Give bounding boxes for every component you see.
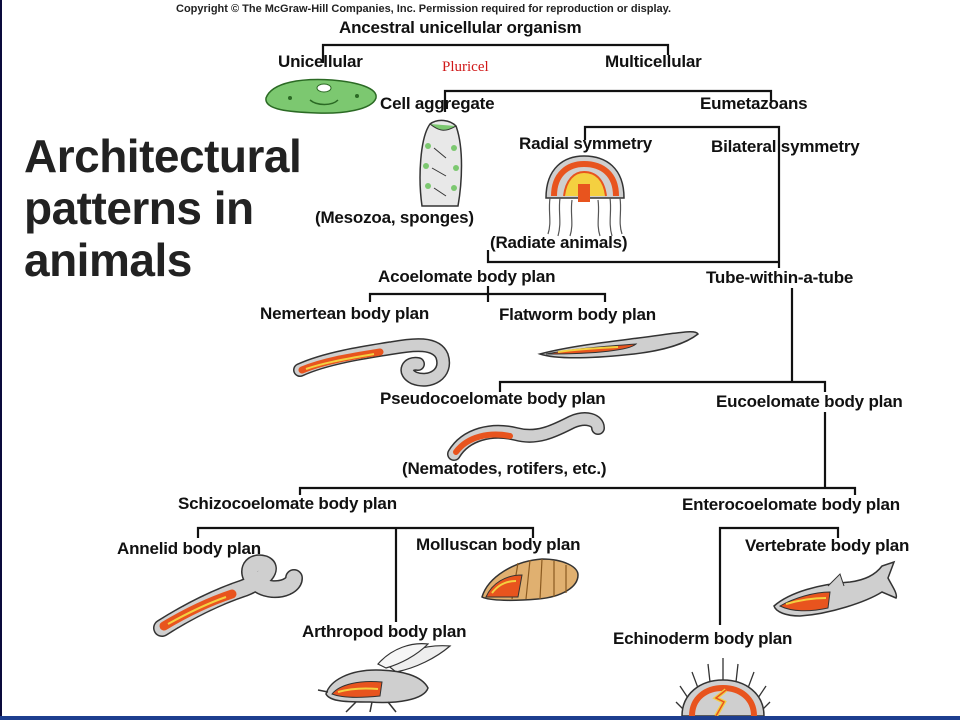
jellyfish-illustration xyxy=(545,155,625,237)
node-enterocoelomate: Enterocoelomate body plan xyxy=(682,495,900,514)
node-pseudocoelomate: Pseudocoelomate body plan xyxy=(380,389,606,408)
nemertean-worm-illustration xyxy=(293,338,451,387)
sponge-illustration xyxy=(419,119,463,207)
node-vertebrate: Vertebrate body plan xyxy=(745,536,910,555)
unicellular-protist-illustration xyxy=(265,78,377,114)
node-mesozoa-sponges: (Mesozoa, sponges) xyxy=(315,208,474,227)
node-arthropod: Arthropod body plan xyxy=(302,622,467,641)
node-unicellular: Unicellular xyxy=(278,52,363,71)
node-radiate-animals: (Radiate animals) xyxy=(490,233,628,252)
node-nemertean: Nemertean body plan xyxy=(260,304,430,323)
title-line-2: patterns in xyxy=(24,182,254,234)
arthropod-illustration xyxy=(317,643,452,713)
node-bilateral-symmetry: Bilateral symmetry xyxy=(711,137,860,156)
node-tube-within-a-tube: Tube-within-a-tube xyxy=(706,268,854,287)
copyright-notice: Copyright © The McGraw-Hill Companies, I… xyxy=(176,3,672,15)
node-acoelomate: Acoelomate body plan xyxy=(378,267,556,286)
nematode-illustration xyxy=(447,412,605,461)
diagram-title: Architectural patterns in animals xyxy=(24,130,302,286)
title-line-1: Architectural xyxy=(24,130,302,182)
node-nematodes-rotifers: (Nematodes, rotifers, etc.) xyxy=(402,459,607,478)
node-cell-aggregate: Cell aggregate xyxy=(380,94,495,113)
title-line-3: animals xyxy=(24,234,192,286)
pluricel-annotation: Pluricel xyxy=(442,59,489,75)
flatworm-illustration xyxy=(537,330,699,359)
node-molluscan: Molluscan body plan xyxy=(416,535,581,554)
node-radial-symmetry: Radial symmetry xyxy=(519,134,653,153)
node-eucoelomate: Eucoelomate body plan xyxy=(716,392,903,411)
node-echinoderm: Echinoderm body plan xyxy=(613,629,793,648)
node-eumetazoans: Eumetazoans xyxy=(700,94,808,113)
node-annelid: Annelid body plan xyxy=(117,539,261,558)
node-flatworm: Flatworm body plan xyxy=(499,305,656,324)
node-multicellular: Multicellular xyxy=(605,52,702,71)
mollusc-illustration xyxy=(481,558,579,602)
annelid-illustration xyxy=(153,554,303,637)
vertebrate-fish-illustration xyxy=(773,560,898,617)
echinoderm-illustration xyxy=(675,658,771,717)
node-ancestral-unicellular: Ancestral unicellular organism xyxy=(339,18,582,37)
node-schizocoelomate: Schizocoelomate body plan xyxy=(178,494,397,513)
